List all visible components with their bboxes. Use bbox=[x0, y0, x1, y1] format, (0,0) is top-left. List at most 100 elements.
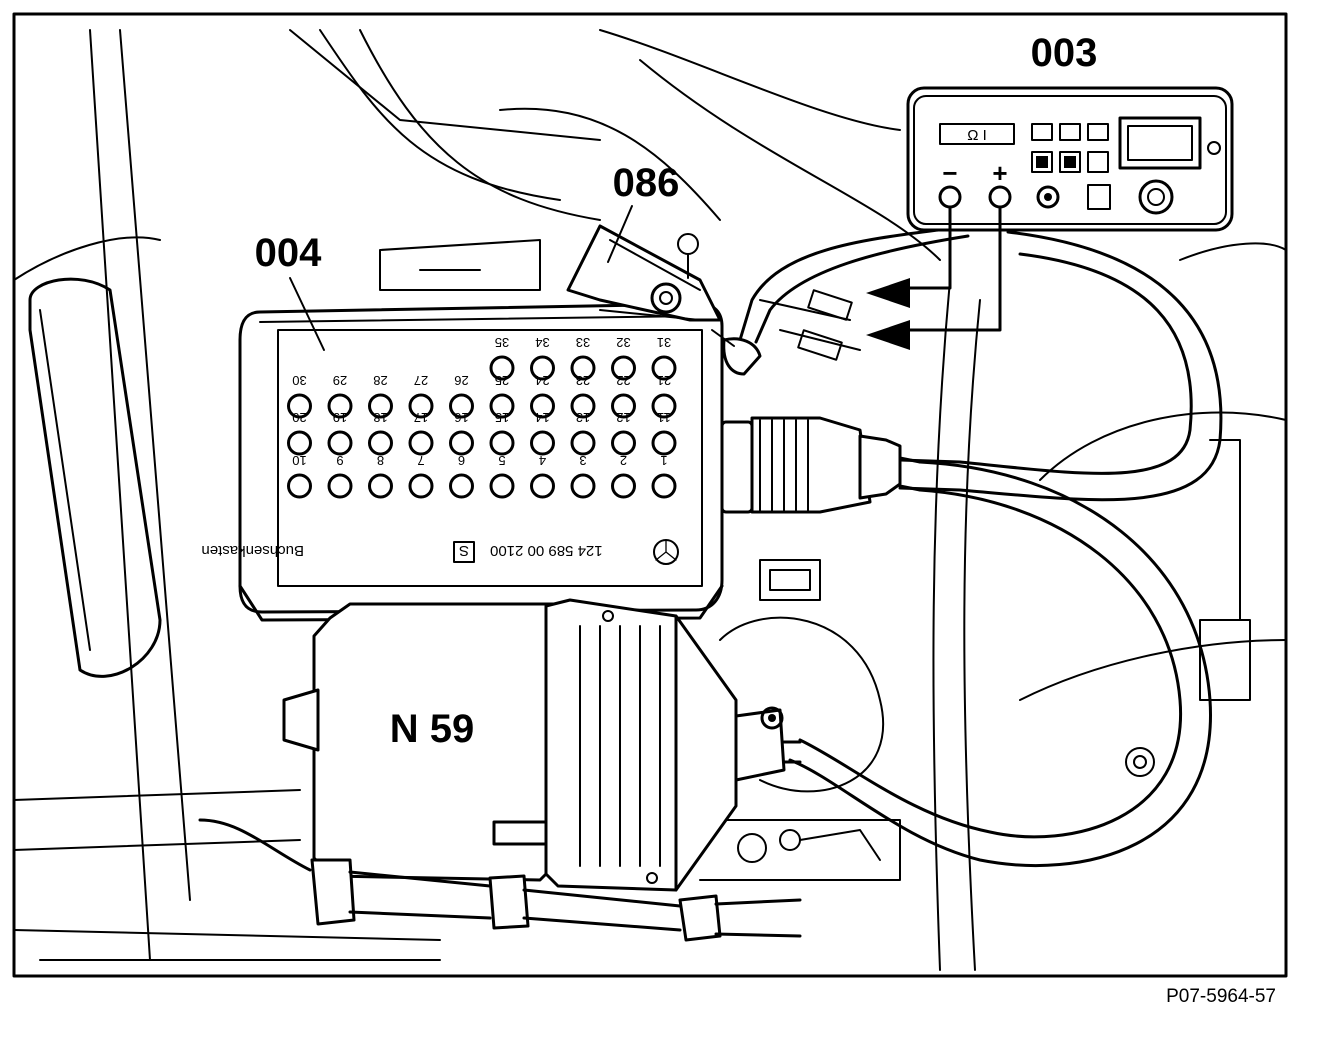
adapter-lead bbox=[566, 224, 762, 376]
test-leads bbox=[738, 205, 1002, 361]
socket-pin-1 bbox=[651, 473, 677, 499]
socket-pin-label-12: 12 bbox=[616, 410, 630, 425]
socket-pin-33 bbox=[570, 355, 596, 381]
socket-pin-label-11: 11 bbox=[657, 410, 671, 425]
socket-box-part-number: 124 589 00 2100 bbox=[490, 542, 603, 559]
socket-pin-label-1: 1 bbox=[660, 453, 667, 468]
plus-terminal-label: + bbox=[992, 158, 1007, 188]
socket-pin-label-10: 10 bbox=[292, 453, 306, 468]
socket-box-name: Buchsenkasten bbox=[201, 542, 304, 559]
socket-pin-34 bbox=[530, 355, 555, 381]
socket-pin-21 bbox=[651, 393, 677, 419]
socket-pin-31 bbox=[651, 355, 677, 381]
socket-pin-label-3: 3 bbox=[579, 453, 586, 468]
socket-pin-label-34: 34 bbox=[535, 335, 549, 350]
tester-display-text: Ω I bbox=[967, 127, 987, 144]
arrow-plus-icon bbox=[866, 320, 910, 350]
socket-box-label: 124 589 00 2100 S Buchsenkasten bbox=[201, 539, 679, 565]
socket-pin-label-5: 5 bbox=[498, 453, 505, 468]
socket-pin-14 bbox=[530, 430, 555, 456]
socket-pin-label-32: 32 bbox=[616, 335, 630, 350]
socket-pin-label-33: 33 bbox=[576, 335, 590, 350]
socket-pin-15 bbox=[489, 430, 515, 456]
arrow-minus-icon bbox=[866, 278, 910, 308]
socket-pin-label-22: 22 bbox=[616, 373, 630, 388]
socket-pin-label-7: 7 bbox=[417, 453, 424, 468]
socket-pin-label-2: 2 bbox=[620, 453, 627, 468]
wiring-harness-loop bbox=[788, 230, 1223, 867]
socket-pin-label-15: 15 bbox=[495, 410, 509, 425]
leader-adapter bbox=[607, 205, 633, 263]
round-plug-connector bbox=[720, 416, 922, 514]
callout-adapter: 086 bbox=[613, 161, 680, 205]
socket-pin-label-6: 6 bbox=[458, 453, 465, 468]
socket-pin-6 bbox=[449, 473, 474, 499]
socket-pin-label-16: 16 bbox=[454, 410, 468, 425]
socket-pin-20 bbox=[287, 430, 312, 456]
socket-pin-label-25: 25 bbox=[495, 373, 509, 388]
engine-bay-background bbox=[13, 29, 1287, 971]
figure-reference: P07-5964-57 bbox=[1166, 986, 1276, 1007]
socket-pin-label-23: 23 bbox=[576, 373, 590, 388]
socket-pin-label-21: 21 bbox=[657, 373, 671, 388]
socket-pin-12 bbox=[611, 430, 636, 456]
socket-pin-label-27: 27 bbox=[414, 373, 428, 388]
socket-pin-label-28: 28 bbox=[373, 373, 387, 388]
socket-pin-24 bbox=[530, 393, 555, 419]
socket-pin-label-8: 8 bbox=[377, 453, 384, 468]
multimeter-tester bbox=[906, 86, 1234, 232]
socket-pin-11 bbox=[651, 430, 677, 456]
socket-pin-8 bbox=[368, 473, 393, 499]
socket-pin-label-19: 19 bbox=[333, 410, 347, 425]
socket-pin-13 bbox=[570, 430, 596, 456]
socket-pin-grid: 3132333435212223242526272829301112131415… bbox=[287, 335, 677, 499]
socket-pin-3 bbox=[570, 473, 596, 499]
socket-pin-2 bbox=[611, 473, 636, 499]
socket-pin-16 bbox=[449, 430, 474, 456]
socket-pin-4 bbox=[530, 473, 555, 499]
socket-pin-label-9: 9 bbox=[336, 453, 343, 468]
s-mark-box bbox=[453, 541, 475, 563]
callout-tester: 003 bbox=[1031, 31, 1098, 75]
socket-pin-35 bbox=[489, 355, 515, 381]
leader-socket-box bbox=[289, 277, 325, 351]
socket-pin-label-29: 29 bbox=[333, 373, 347, 388]
callout-module: N 59 bbox=[390, 707, 475, 751]
socket-pin-18 bbox=[368, 430, 393, 456]
tester-lcd bbox=[1118, 116, 1202, 170]
diagram-frame bbox=[12, 12, 1288, 978]
socket-pin-22 bbox=[611, 393, 636, 419]
socket-pin-label-31: 31 bbox=[657, 335, 671, 350]
socket-pin-label-13: 13 bbox=[576, 410, 590, 425]
socket-pin-32 bbox=[611, 355, 636, 381]
tester-display-window bbox=[939, 123, 1015, 145]
socket-pin-23 bbox=[570, 393, 596, 419]
socket-pin-label-18: 18 bbox=[373, 410, 387, 425]
socket-pin-10 bbox=[287, 473, 312, 499]
socket-pin-label-20: 20 bbox=[292, 410, 306, 425]
socket-pin-26 bbox=[449, 393, 474, 419]
socket-pin-28 bbox=[368, 393, 393, 419]
minus-terminal-label: − bbox=[942, 158, 957, 188]
socket-pin-19 bbox=[327, 430, 353, 456]
socket-pin-label-30: 30 bbox=[292, 373, 306, 388]
socket-pin-29 bbox=[327, 393, 353, 419]
socket-pin-label-35: 35 bbox=[495, 335, 509, 350]
socket-pin-label-26: 26 bbox=[454, 373, 468, 388]
socket-pin-27 bbox=[408, 393, 434, 419]
socket-pin-17 bbox=[408, 430, 434, 456]
callouts: 003 086 004 N 59 − + Ω I bbox=[255, 31, 1098, 751]
socket-pin-label-14: 14 bbox=[535, 410, 549, 425]
tester-keypad bbox=[1031, 123, 1109, 173]
socket-box bbox=[238, 302, 724, 622]
socket-pin-5 bbox=[489, 473, 515, 499]
socket-pin-30 bbox=[287, 393, 312, 419]
socket-pin-9 bbox=[327, 473, 353, 499]
socket-pin-7 bbox=[408, 473, 434, 499]
socket-pin-label-4: 4 bbox=[539, 453, 546, 468]
callout-socket-box: 004 bbox=[255, 231, 322, 275]
socket-pin-label-17: 17 bbox=[414, 410, 428, 425]
socket-pin-label-24: 24 bbox=[535, 373, 549, 388]
control-module-n59 bbox=[282, 598, 802, 942]
